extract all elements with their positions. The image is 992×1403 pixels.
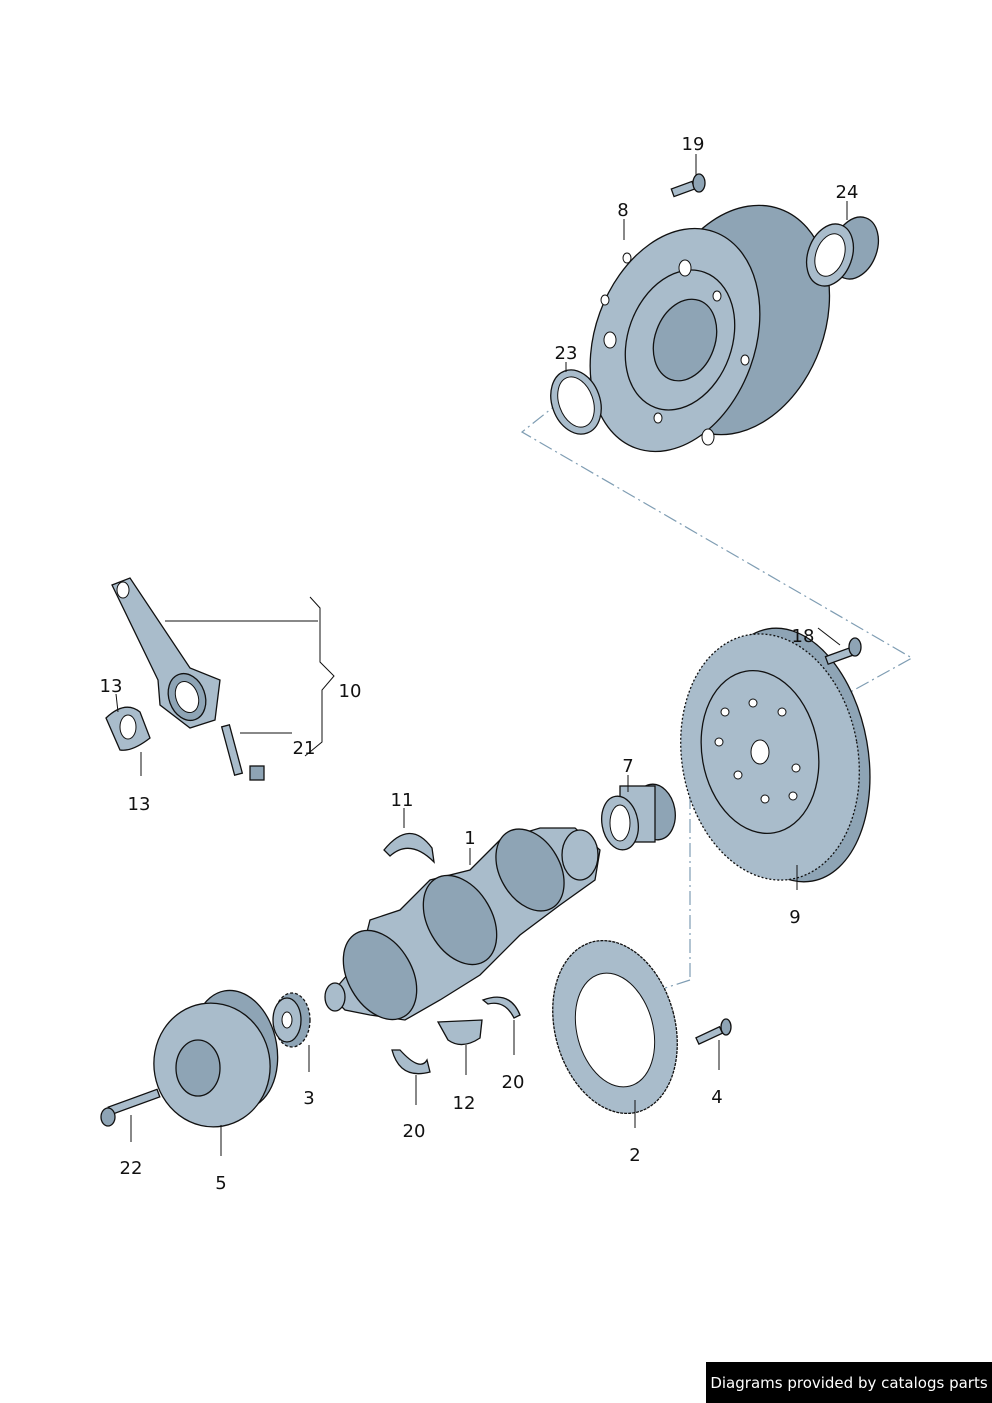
part-5-pulley[interactable] [144, 984, 287, 1137]
callout-7: 7 [622, 756, 633, 777]
callout-11: 11 [391, 790, 414, 811]
callout-9: 9 [789, 907, 800, 928]
part-13-bearing-shells[interactable] [105, 706, 151, 751]
part-23-o-ring[interactable] [542, 363, 610, 441]
callout-4: 4 [711, 1087, 722, 1108]
diagram-credit-badge: Diagrams provided by catalogs parts [706, 1362, 992, 1403]
callout-5: 5 [215, 1173, 226, 1194]
callout-22: 22 [120, 1158, 143, 1179]
callout-3: 3 [303, 1088, 314, 1109]
callout-20-right: 20 [502, 1072, 525, 1093]
part-11-main-bearing-shell[interactable] [383, 832, 435, 864]
callout-19: 19 [682, 134, 705, 155]
callout-8: 8 [617, 200, 628, 221]
part-12-main-bearing-shell[interactable] [436, 1019, 483, 1046]
callout-21: 21 [293, 738, 316, 759]
part-21-rod-bolt[interactable] [220, 724, 265, 781]
part-22-bolt[interactable] [100, 1088, 161, 1127]
callout-23: 23 [555, 343, 578, 364]
part-24-bearing[interactable] [798, 210, 886, 292]
callout-1: 1 [464, 828, 475, 849]
callout-13-upper: 13 [100, 676, 123, 697]
part-9-flywheel[interactable] [662, 615, 889, 894]
part-10-connecting-rod[interactable] [111, 577, 221, 729]
part-7-bearing[interactable] [598, 781, 680, 853]
callout-20-left: 20 [403, 1121, 426, 1142]
callout-24: 24 [836, 182, 859, 203]
part-1-crankshaft[interactable] [324, 817, 601, 1033]
callout-18: 18 [792, 626, 815, 647]
callout-10: 10 [339, 681, 362, 702]
callout-12: 12 [453, 1093, 476, 1114]
callout-2: 2 [629, 1145, 640, 1166]
part-19-bolt[interactable] [670, 173, 706, 198]
part-3-sprocket[interactable] [272, 992, 311, 1048]
part-20-thrust-washer[interactable] [391, 996, 521, 1075]
part-4-bolt[interactable] [695, 1018, 732, 1045]
leader-lines [115, 154, 848, 1156]
part-8-flange[interactable] [560, 180, 860, 475]
part-2-drive-plate[interactable] [534, 926, 695, 1127]
part-18-bolt[interactable] [824, 637, 862, 666]
callout-13-lower: 13 [128, 794, 151, 815]
